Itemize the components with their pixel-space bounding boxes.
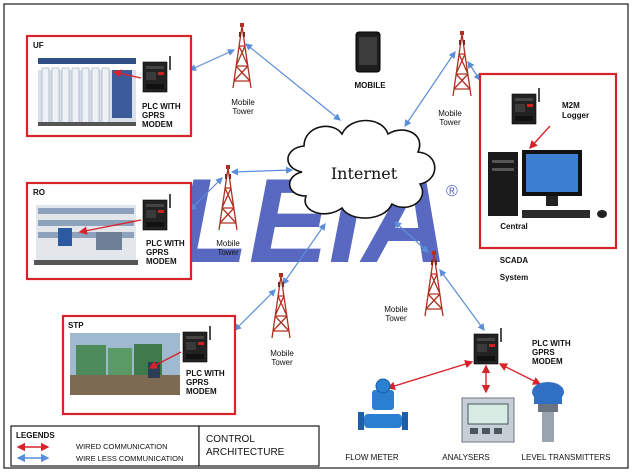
link-tower2-scada — [467, 61, 481, 81]
stp-plc-label-line3: MODEM — [186, 387, 217, 396]
link-tower3-internet — [230, 166, 294, 176]
link-internet-tower5 — [394, 221, 429, 253]
tower-3-label-line1: Mobile — [216, 239, 240, 248]
m2m-logger-label-line2: Logger — [562, 111, 589, 120]
legend-title: LEGENDS — [16, 431, 55, 440]
tower-1-label-line2: Tower — [232, 107, 254, 116]
link-stp-tower4 — [234, 289, 276, 331]
uf-plc-label-line3: MODEM — [142, 120, 173, 129]
plc-flowmeter-wired-link — [386, 360, 474, 390]
analyser-icon — [461, 397, 515, 443]
tower-5-label-line1: Mobile — [384, 305, 408, 314]
caption-line1: CONTROL — [206, 434, 255, 445]
link-internet-tower2 — [404, 51, 456, 127]
uf-plc-label-line1: PLC WITH — [142, 102, 181, 111]
link-ro-tower3 — [189, 177, 223, 211]
caption-line2: ARCHITECTURE — [206, 447, 285, 458]
legend-wireless-label: WIRE LESS COMMUNICATION — [76, 454, 183, 463]
level-transmitter-icon — [532, 382, 564, 442]
scada-computer-icon — [488, 150, 607, 218]
ro-plant-image — [34, 205, 138, 265]
field-plc-label-line3: MODEM — [532, 357, 563, 366]
tower-3-label-line2: Tower — [217, 248, 239, 257]
mobile-label: MOBILE — [354, 81, 386, 90]
ro-wired-link — [78, 219, 142, 235]
tower-1-label-line1: Mobile — [231, 98, 255, 107]
stp-plc-label-line1: PLC WITH — [186, 369, 225, 378]
uf-site-title: UF — [33, 41, 44, 50]
ro-site-title: RO — [33, 188, 45, 197]
field-devices: PLC WITH GPRS MODEM FLOW METER ANALYSERS — [345, 327, 611, 462]
stp-site: STP PLC WITH GPRS MODEM — [61, 314, 237, 416]
link-uf-tower1 — [188, 49, 236, 71]
logger-to-pc-wired-link — [529, 125, 551, 150]
scada-label-line1: Central — [500, 222, 528, 231]
tower-4-label-line2: Tower — [271, 358, 293, 367]
tower-2-label-line2: Tower — [439, 118, 461, 127]
flow-meter-label: FLOW METER — [345, 453, 399, 462]
m2m-logger-label-line1: M2M — [562, 101, 580, 110]
ro-site: RO PLC WITH GPRS MODEM — [25, 181, 193, 281]
plc-level-wired-link — [498, 363, 542, 385]
field-plc-label-line1: PLC WITH — [532, 339, 571, 348]
stp-wired-link — [148, 351, 182, 369]
flow-meter-icon — [358, 378, 408, 430]
internet-label: Internet — [331, 164, 398, 183]
stp-site-title: STP — [68, 321, 84, 330]
uf-wired-link — [112, 69, 142, 79]
scada-label-line3: System — [500, 273, 528, 282]
link-tower5-field-plc — [439, 269, 485, 331]
legend-wired-label: WIRED COMMUNICATION — [76, 442, 168, 451]
level-transmitters-label: LEVEL TRANSMITTERS — [522, 453, 611, 462]
stp-plc-label-line2: GPRS — [186, 378, 209, 387]
field-plc-label-line2: GPRS — [532, 348, 555, 357]
tower-4-label-line1: Mobile — [270, 349, 294, 358]
uf-site: UF PLC WITH GPRS MODEM — [25, 34, 193, 138]
uf-plant-image — [38, 58, 136, 126]
link-tower4-internet — [282, 223, 326, 285]
caption-box — [198, 425, 320, 467]
tower-5-label-line2: Tower — [385, 314, 407, 323]
analysers-label: ANALYSERS — [442, 453, 489, 462]
ro-plc-label-line1: PLC WITH — [146, 239, 185, 248]
stp-plant-image — [70, 333, 180, 395]
ro-plc-label-line3: MODEM — [146, 257, 177, 266]
wireless-links — [188, 43, 485, 331]
uf-plc-label-line2: GPRS — [142, 111, 165, 120]
tower-2-label-line1: Mobile — [438, 109, 462, 118]
watermark-registered-mark: ® — [446, 183, 458, 200]
scada-label-line2: SCADA — [500, 256, 529, 265]
link-tower1-internet — [245, 43, 341, 121]
internet-cloud — [287, 119, 436, 219]
mobile-phone-icon — [355, 31, 381, 73]
caption: CONTROL ARCHITECTURE — [198, 425, 320, 467]
legend: LEGENDS WIRED COMMUNICATION WIRE LESS CO… — [10, 425, 200, 467]
central-scada: M2M Logger Central SCADA System — [478, 72, 618, 282]
ro-plc-label-line2: GPRS — [146, 248, 169, 257]
